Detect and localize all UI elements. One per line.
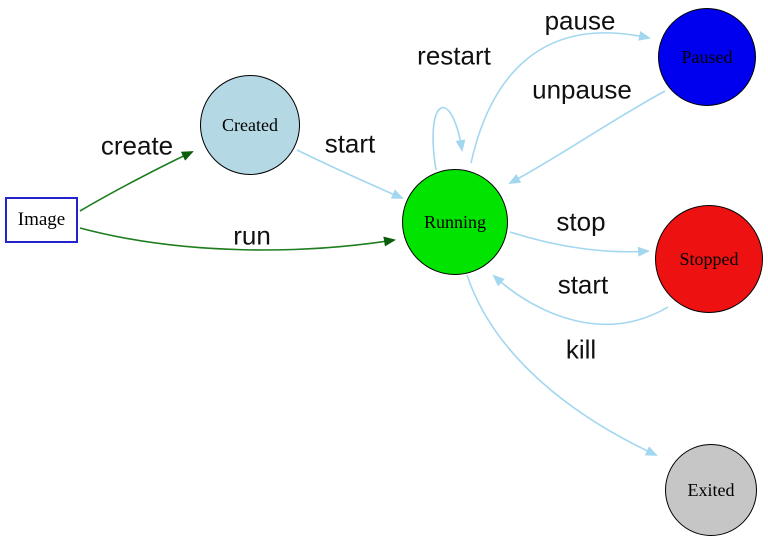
- edge-label-stop: stop: [556, 206, 606, 237]
- edge-start-stopped-to-running: [492, 274, 669, 326]
- node-stopped: Stopped: [655, 205, 763, 313]
- node-running: Running: [402, 169, 508, 275]
- edge-label-kill: kill: [565, 334, 597, 365]
- node-exited-label: Exited: [687, 479, 735, 500]
- edge-label-start-stopped: start: [557, 269, 609, 300]
- node-created: Created: [200, 75, 300, 175]
- edge-label-restart: restart: [417, 40, 491, 71]
- edge-create-image-to-created: [79, 151, 194, 212]
- edge-unpause-paused-to-running: [508, 90, 666, 184]
- node-paused-label: Paused: [681, 46, 733, 67]
- edge-restart-self-loop: [432, 106, 466, 171]
- edge-run-image-to-running: [79, 227, 396, 251]
- edge-label-pause: pause: [544, 5, 616, 36]
- edge-label-run: run: [233, 220, 271, 251]
- node-exited: Exited: [665, 444, 757, 536]
- node-stopped-label: Stopped: [679, 248, 739, 269]
- edge-label-unpause: unpause: [532, 74, 632, 105]
- edge-label-start-created: start: [324, 128, 376, 159]
- node-running-label: Running: [423, 211, 486, 232]
- edge-stop-running-to-stopped: [509, 231, 650, 257]
- edge-label-create: create: [100, 130, 174, 161]
- node-image-label: Image: [17, 209, 66, 230]
- node-paused: Paused: [658, 8, 756, 106]
- edge-kill-running-to-exited: [466, 274, 658, 456]
- node-image: Image: [5, 197, 78, 243]
- node-created-label: Created: [222, 114, 278, 135]
- edge-start-created-to-running: [296, 149, 404, 199]
- edge-pause-running-to-paused: [470, 30, 651, 164]
